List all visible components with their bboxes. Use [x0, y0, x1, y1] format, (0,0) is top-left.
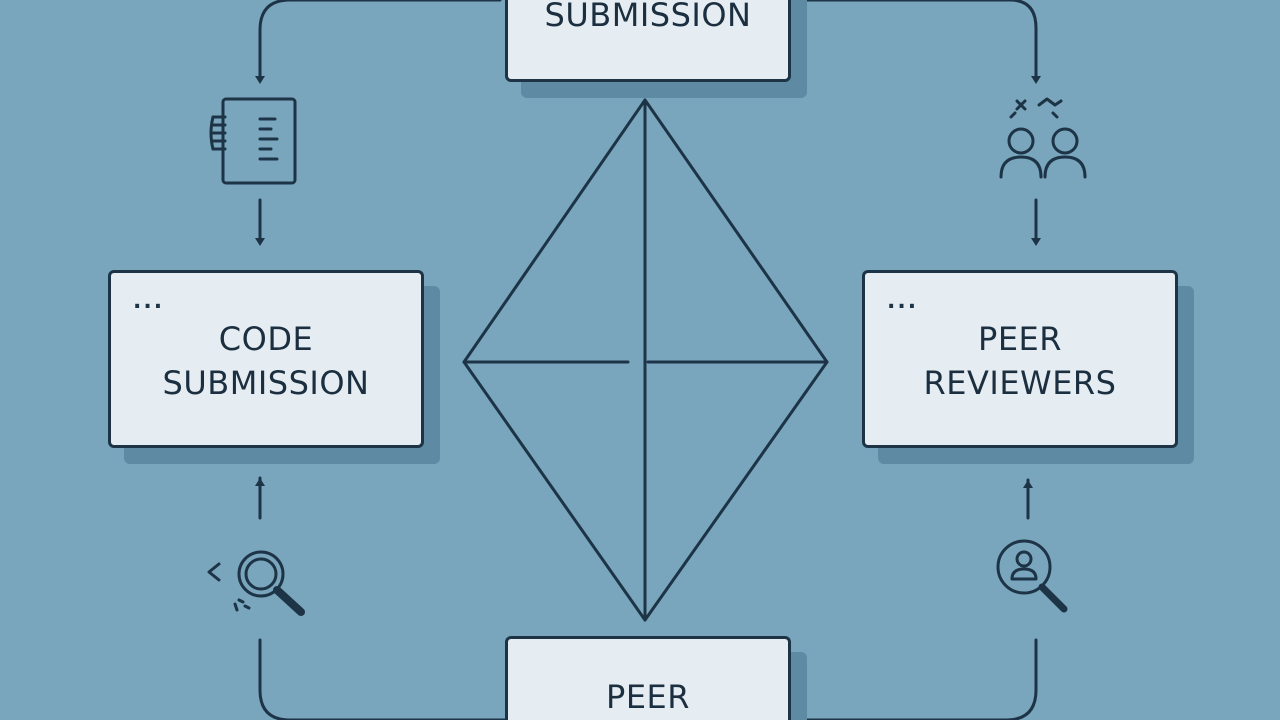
submission-box-top: SUBMISSION — [505, 0, 791, 82]
code-search-icon — [207, 550, 305, 616]
peer-reviewers-box: ... PEER REVIEWERS — [862, 270, 1178, 448]
arrowhead-right-upper — [1031, 238, 1041, 246]
peer-reviewers-label: PEER REVIEWERS — [923, 320, 1117, 402]
arrowhead-top-left — [255, 76, 265, 84]
user-search-icon — [996, 539, 1068, 613]
arrowhead-right-lower — [1023, 480, 1033, 488]
window-dots-icon: ... — [133, 289, 165, 314]
arrowheads — [255, 76, 1041, 488]
arrowhead-top-right — [1031, 76, 1041, 84]
peer-box-bottom-label: PEER — [606, 678, 690, 716]
people-icon — [999, 97, 1087, 179]
connector-top-left — [258, 0, 502, 80]
code-submission-box: ... CODE SUBMISSION — [108, 270, 424, 448]
arrowhead-left-lower — [255, 478, 265, 486]
code-submission-label: CODE SUBMISSION — [162, 320, 370, 402]
submission-box-top-label: SUBMISSION — [544, 0, 752, 34]
window-dots-icon: ... — [887, 289, 919, 314]
connector-bottom-right — [788, 638, 1038, 720]
peer-box-bottom: PEER — [505, 636, 791, 720]
connector-top-right — [788, 0, 1038, 80]
document-icon — [209, 97, 297, 185]
arrowhead-left-upper — [255, 238, 265, 246]
connector-bottom-left — [258, 638, 507, 720]
